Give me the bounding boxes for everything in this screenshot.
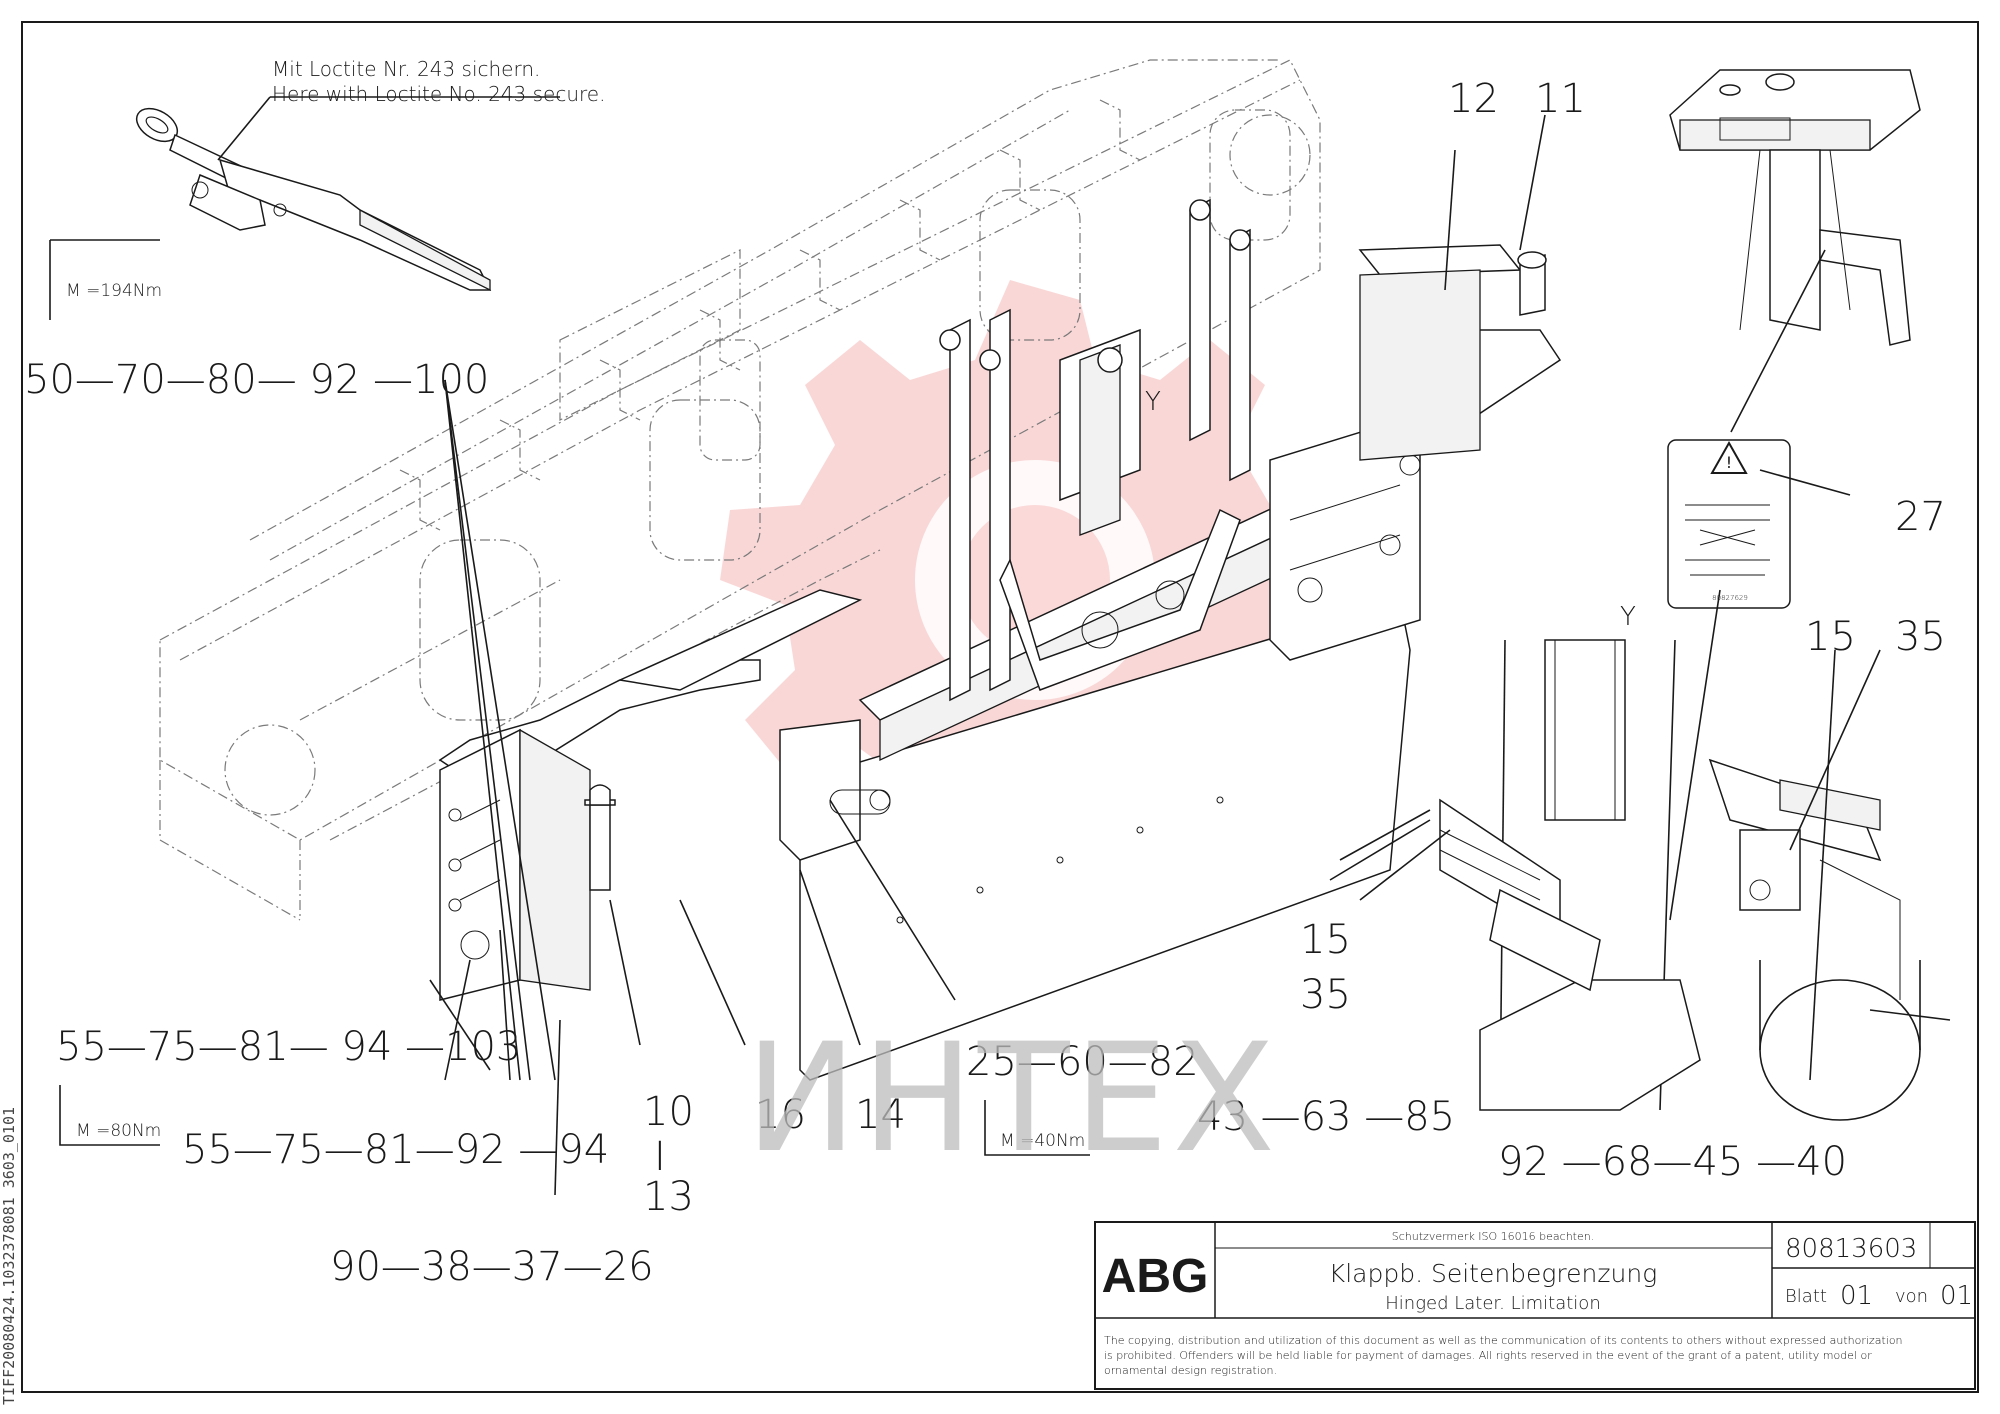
callout-27: 27 <box>1895 494 1946 540</box>
callout-92-40: 92 —68—45 —40 <box>1498 1139 1847 1185</box>
drawing-frame <box>21 21 1979 1393</box>
callout-25-82: 25—60—82 <box>966 1039 1199 1085</box>
title-block <box>1094 1221 1976 1390</box>
callout-15-side: 15 <box>1300 917 1351 963</box>
warning-triangle-icon <box>1710 440 1748 474</box>
side-archive-id: TIFF20080424.1032378081 3603_0101 <box>0 1107 18 1405</box>
of-value: 01 <box>1940 1281 1973 1311</box>
watermark-text: ИНТЕХ <box>745 1012 1279 1186</box>
copyright-line-2: is prohibited. Offenders will be held li… <box>1104 1349 1872 1362</box>
warning-label <box>1667 439 1791 609</box>
callout-14: 14 <box>855 1092 906 1138</box>
svg-text:!: ! <box>1726 453 1732 472</box>
view-marker-y-main: Y <box>1145 387 1161 417</box>
callout-16: 16 <box>755 1092 806 1138</box>
top-right-detail-view <box>1669 69 1921 433</box>
torque-80: M =80Nm <box>76 1121 161 1141</box>
leader-lines <box>49 96 1881 1196</box>
callout-43-85: 43 —63 —85 <box>1197 1094 1455 1140</box>
torque-40: M =40Nm <box>1000 1131 1085 1151</box>
callout-13: 13 <box>643 1174 694 1220</box>
callout-55-94: 55—75—81—92 —94 <box>182 1127 609 1173</box>
loctite-note-en: Here with Loctite No. 243 secure. <box>272 82 605 106</box>
side-limitation-assembly: ! 80827629 <box>438 198 1791 1081</box>
protection-note: Schutzvermerk ISO 16016 beachten. <box>1392 1230 1594 1243</box>
callout-10-13-bar: I <box>654 1134 666 1180</box>
lock-detail-view <box>135 107 492 292</box>
sheet-label: Blatt <box>1785 1286 1827 1307</box>
callout-50-100: 50—70—80— 92 —100 <box>24 357 489 403</box>
drawing-title-en: Hinged Later. Limitation <box>1385 1293 1600 1314</box>
copyright-line-1: The copying, distribution and utilizatio… <box>1104 1334 1903 1347</box>
loctite-note-de: Mit Loctite Nr. 243 sichern. <box>272 57 540 81</box>
view-marker-y-detail: Y <box>1620 602 1636 632</box>
torque-194: M =194Nm <box>66 281 162 301</box>
sheet-value: 01 <box>1840 1281 1873 1311</box>
callout-10: 10 <box>643 1089 694 1135</box>
of-label: von <box>1895 1286 1928 1307</box>
callout-35-top: 35 <box>1895 614 1946 660</box>
callout-35-side: 35 <box>1300 972 1351 1018</box>
callout-15-top: 15 <box>1805 614 1856 660</box>
callout-11: 11 <box>1535 76 1586 122</box>
drawing-number: 80813603 <box>1785 1234 1917 1264</box>
copyright-line-3: ornamental design registration. <box>1104 1364 1277 1377</box>
company-logo: ABG <box>1102 1250 1209 1303</box>
warning-label-code: 80827629 <box>1712 594 1748 602</box>
detail-view-y <box>1329 639 1951 1121</box>
drawing-title-de: Klappb. Seitenbegrenzung <box>1329 1259 1657 1288</box>
callout-55-103: 55—75—81— 94 —103 <box>56 1024 521 1070</box>
callout-12: 12 <box>1448 76 1499 122</box>
callout-90-26: 90—38—37—26 <box>330 1244 654 1290</box>
